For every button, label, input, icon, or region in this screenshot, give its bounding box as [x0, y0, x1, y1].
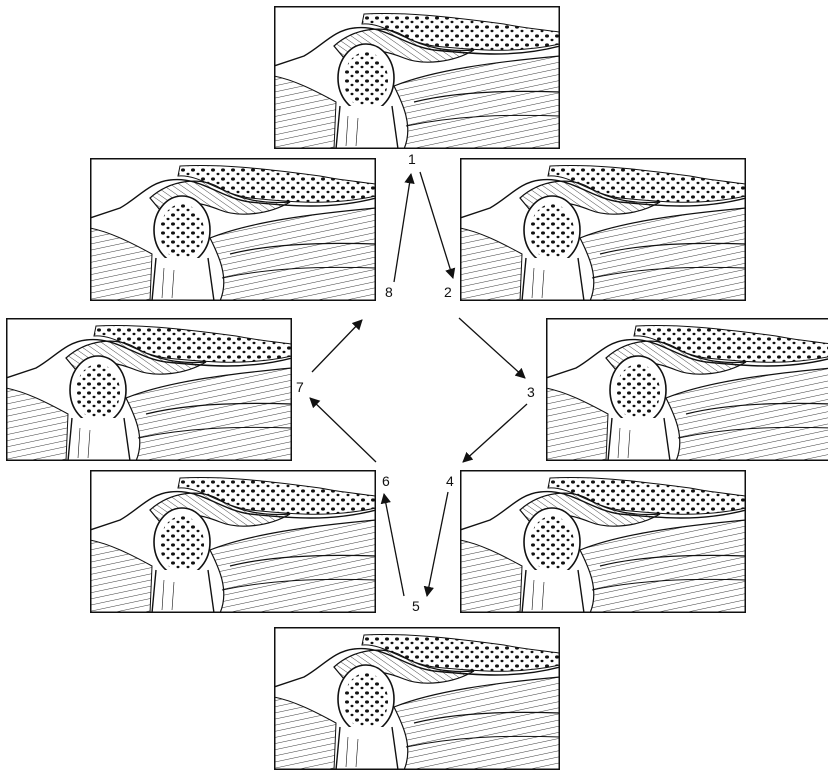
arrow-2-to-3 [459, 318, 525, 378]
stage-label-5: 5 [412, 598, 420, 614]
arrow-4-to-5 [427, 492, 448, 596]
arrow-3-to-4 [463, 404, 527, 462]
arrow-8-to-1 [394, 174, 411, 282]
stage-panel-2 [460, 158, 746, 301]
stage-label-6: 6 [382, 473, 390, 489]
stage-panel-1 [274, 6, 560, 149]
arrow-5-to-6 [384, 494, 404, 596]
stage-label-1: 1 [408, 151, 416, 167]
arrow-6-to-7 [310, 398, 376, 462]
stage-label-8: 8 [385, 284, 393, 300]
stage-label-2: 2 [444, 284, 452, 300]
stage-label-7: 7 [296, 379, 304, 395]
stage-label-4: 4 [446, 473, 454, 489]
arrow-7-to-8 [312, 320, 362, 372]
stage-panel-8 [90, 158, 376, 301]
stage-panel-6 [90, 470, 376, 613]
stage-panel-3 [546, 318, 828, 461]
stage-panel-7 [6, 318, 292, 461]
stage-label-3: 3 [527, 384, 535, 400]
arrow-1-to-2 [420, 172, 453, 278]
stage-panel-4 [460, 470, 746, 613]
stage-panel-5 [274, 627, 560, 770]
